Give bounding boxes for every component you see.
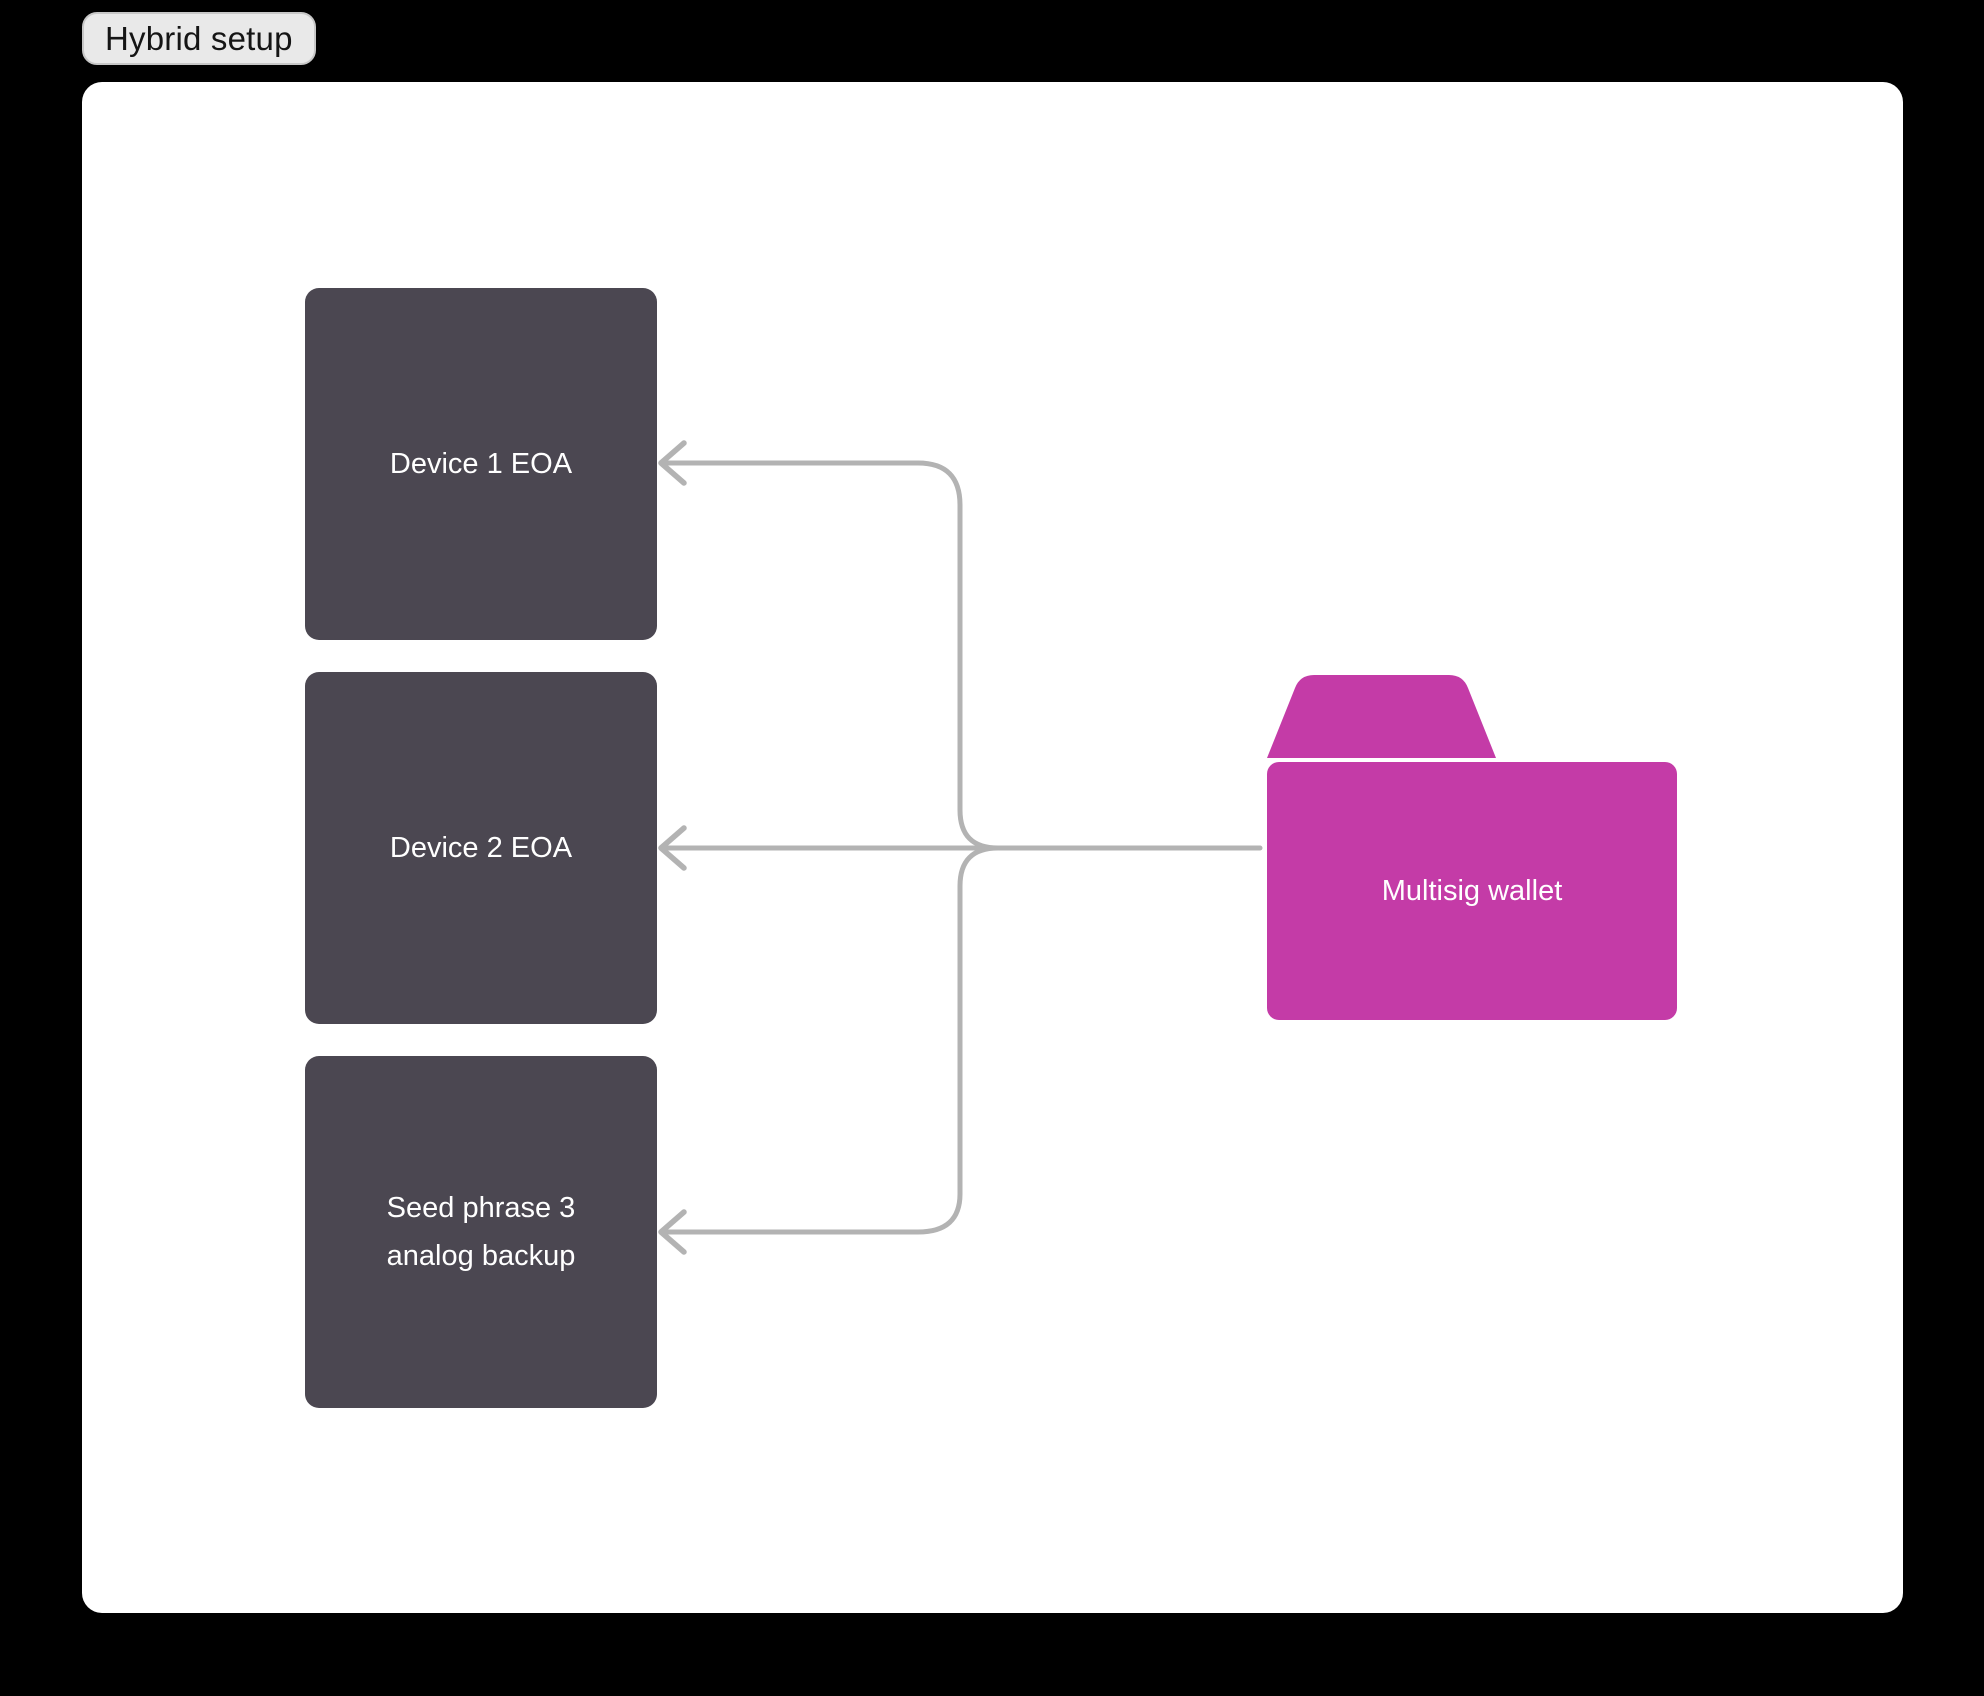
- diagram-title-pill: Hybrid setup: [82, 12, 316, 65]
- arrowhead-device1-icon: [658, 440, 687, 486]
- node-seed-label-line1: Seed phrase 3: [386, 1192, 576, 1224]
- node-device2-eoa[interactable]: Device 2 EOA: [305, 672, 657, 1024]
- node-device1-label: Device 1 EOA: [389, 448, 573, 480]
- arrow-line-device1: [663, 460, 1001, 851]
- arrowhead-seed-icon: [658, 1209, 687, 1255]
- node-seed-label-line2: analog backup: [386, 1240, 576, 1272]
- arrow-multisig-to-seed[interactable]: [658, 845, 1001, 1255]
- arrow-line-seed: [663, 845, 1001, 1235]
- arrow-multisig-to-device2[interactable]: [658, 825, 1263, 871]
- node-seed-phrase-backup[interactable]: Seed phrase 3 analog backup: [305, 1056, 657, 1408]
- arrow-multisig-to-device1[interactable]: [658, 440, 1001, 851]
- node-device2-label: Device 2 EOA: [389, 832, 573, 864]
- folder-body-icon: [1267, 762, 1677, 1020]
- diagram-title: Hybrid setup: [105, 19, 293, 57]
- folder-tab-icon: [1267, 675, 1496, 758]
- arrowhead-device2-icon: [658, 825, 687, 871]
- node-multisig-wallet[interactable]: [1267, 675, 1677, 1020]
- node-device1-eoa[interactable]: Device 1 EOA: [305, 288, 657, 640]
